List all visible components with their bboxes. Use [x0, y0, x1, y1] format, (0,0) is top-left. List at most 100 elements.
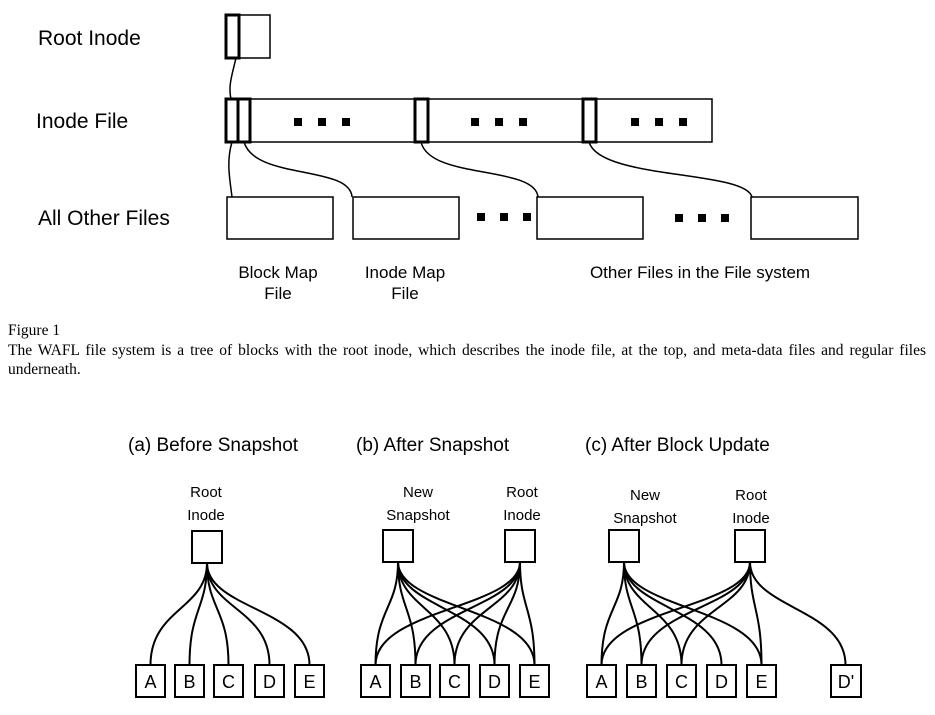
ellipsis-dot [500, 213, 508, 221]
figure-1-diagram [224, 13, 859, 240]
link-to-other-file-2 [588, 141, 753, 198]
block-label: E [528, 672, 540, 692]
panel-b-snapshot-link [397, 561, 496, 666]
link-root-to-inode-file [229, 57, 237, 100]
panel-c-snapshot-link [623, 561, 683, 666]
caption-inode-map-file: Inode Map File [364, 263, 446, 303]
ellipsis-dot [342, 118, 350, 126]
other-file-box-1 [536, 196, 644, 240]
panel-a-link [206, 562, 311, 666]
block-label: D [715, 672, 728, 692]
block-label: A [144, 672, 156, 692]
ellipsis-dot [495, 118, 503, 126]
panel-c-block-c: C [666, 664, 697, 698]
panel-c-snapshot-link [623, 561, 763, 666]
panel-b-snapshot-node [382, 529, 414, 563]
panel-c-block-d-prime: D' [830, 664, 862, 698]
link-to-block-map [228, 141, 233, 198]
panel-c-root-link [640, 561, 751, 666]
ellipsis-dot [477, 213, 485, 221]
ellipsis-dot [294, 118, 302, 126]
panel-c-snapshot-link [623, 561, 643, 666]
panel-b-block-a: A [360, 664, 391, 698]
panel-b-title: (b) After Snapshot [356, 435, 510, 456]
block-map-file-box [226, 196, 334, 240]
panel-b-root-node [504, 529, 536, 563]
panel-c-block-e: E [746, 664, 777, 698]
figure-1-title: Figure 1 [8, 322, 61, 339]
panel-c-root-link [749, 561, 763, 666]
ellipsis-dot [523, 213, 531, 221]
ellipsis-dot [698, 214, 706, 222]
panel-b-snapshot-link [397, 561, 456, 666]
ellipsis-dot [519, 118, 527, 126]
panel-a-title: (a) Before Snapshot [128, 435, 299, 456]
ellipsis-dot [655, 118, 663, 126]
caption-other-files: Other Files in the File system [589, 263, 811, 282]
panel-b-root-link [453, 561, 521, 666]
block-label: D [263, 672, 276, 692]
block-label: E [755, 672, 767, 692]
link-to-inode-map [243, 141, 353, 198]
inode-map-file-box [352, 196, 460, 240]
panel-a-link [149, 562, 208, 666]
block-label: C [448, 672, 461, 692]
panel-c-root-link-updated [749, 561, 847, 666]
block-label: C [222, 672, 235, 692]
block-label: B [635, 672, 647, 692]
row-label-root-inode: Root Inode [38, 27, 141, 50]
block-label: C [675, 672, 688, 692]
panel-b-block-c: C [439, 664, 470, 698]
panel-a-link [206, 562, 230, 666]
panel-a-link [206, 562, 271, 666]
panel-c-title: (c) After Block Update [585, 435, 770, 456]
link-to-other-file-1 [420, 141, 539, 198]
panel-c-block-a: A [586, 664, 617, 698]
panel-a-block-d: D [254, 664, 285, 698]
block-label: D' [838, 672, 854, 692]
ellipsis-dot [675, 214, 683, 222]
block-label: B [409, 672, 421, 692]
panel-b-root-link [519, 561, 536, 666]
panel-b-block-d: D [479, 664, 510, 698]
panel-c-root-link [600, 561, 751, 666]
root-inode-pointer [224, 13, 241, 60]
panel-c-snapshot-node [608, 529, 640, 563]
block-label: A [595, 672, 607, 692]
block-label: E [303, 672, 315, 692]
block-label: A [369, 672, 381, 692]
panel-c-snapshot-link [600, 561, 625, 666]
panel-b-root-link [493, 561, 521, 666]
panel-a-root-node [191, 530, 223, 564]
panel-a-block-e: E [294, 664, 325, 698]
panel-a-block-c: C [213, 664, 244, 698]
panel-a-block-b: B [174, 664, 205, 698]
other-file-box-2 [750, 196, 859, 240]
panel-c-snapshot-link [623, 561, 723, 666]
panel-a-link [188, 562, 208, 666]
panel-a-block-a: A [135, 664, 166, 698]
panel-b-block-e: E [519, 664, 550, 698]
panel-c-block-b: B [626, 664, 657, 698]
figure-1-caption: The WAFL file system is a tree of blocks… [8, 342, 926, 378]
row-label-all-other-files: All Other Files [38, 207, 170, 230]
panel-b-snapshot-link [374, 561, 399, 666]
panel-b-snapshot-link [397, 561, 536, 666]
row-label-inode-file: Inode File [36, 110, 129, 133]
ellipsis-dot [631, 118, 639, 126]
panel-c-block-d: D [706, 664, 737, 698]
panel-b-block-b: B [400, 664, 431, 698]
ellipsis-dot [721, 214, 729, 222]
block-label: D [488, 672, 501, 692]
caption-block-map-file: Block Map File [238, 263, 318, 303]
ellipsis-dot [471, 118, 479, 126]
block-label: B [183, 672, 195, 692]
ellipsis-dot [318, 118, 326, 126]
panel-b-snapshot-link [397, 561, 417, 666]
panel-c-root-node [734, 529, 766, 563]
